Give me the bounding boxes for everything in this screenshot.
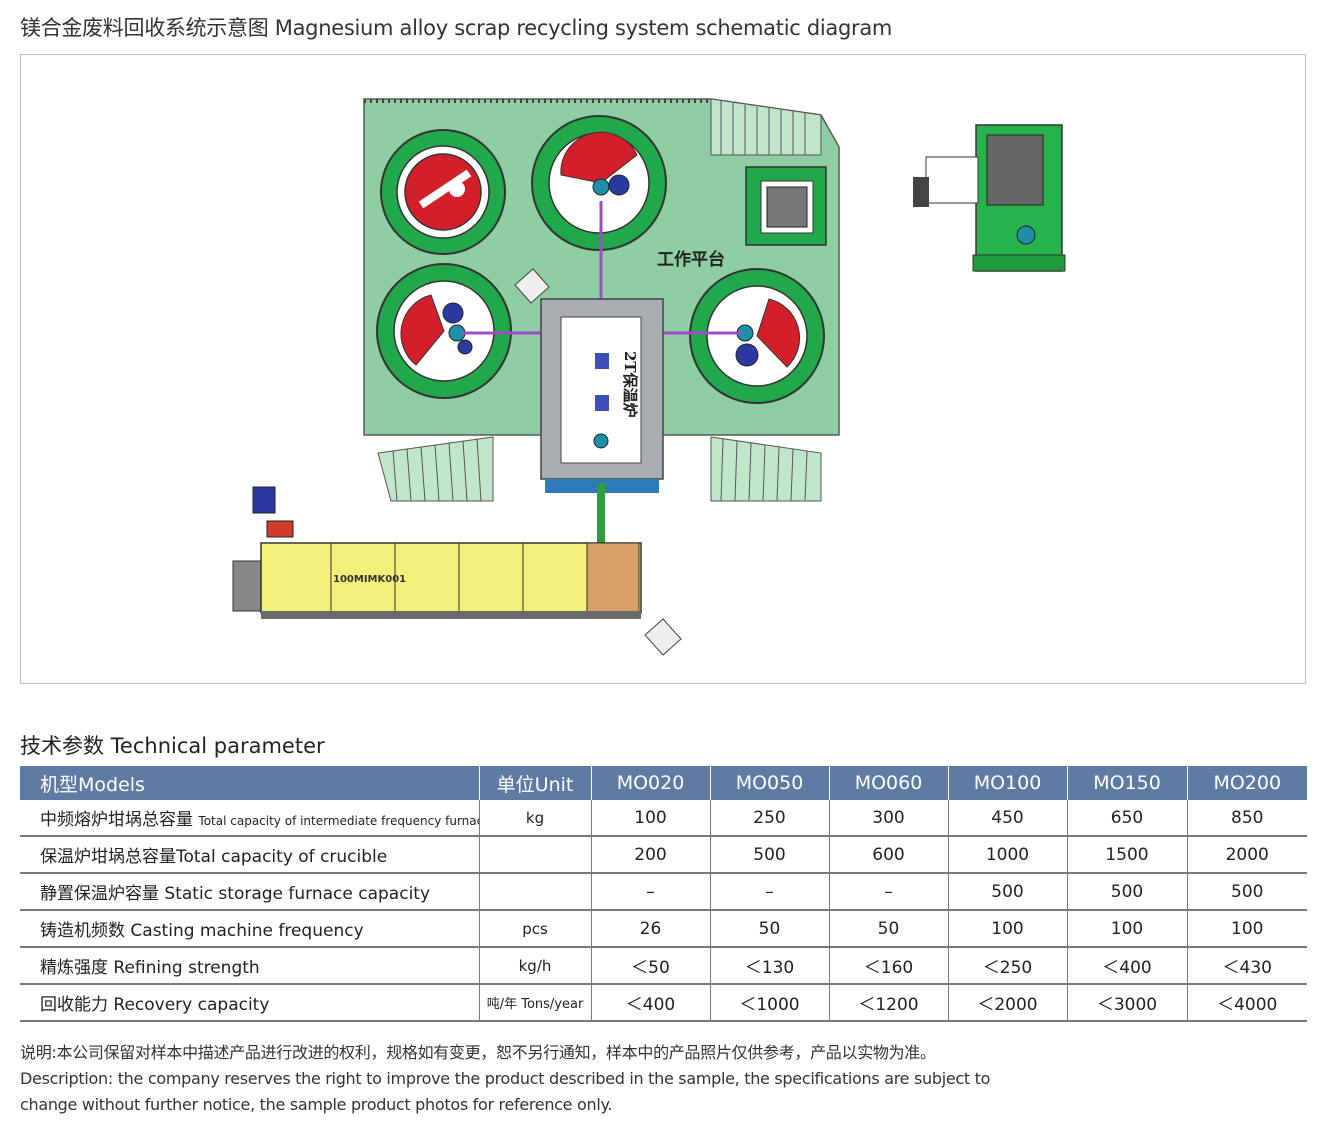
note-line-en-1: Description: the company reserves the ri… [20, 1069, 991, 1088]
control-box-1 [514, 268, 550, 304]
table-cell: 100 [590, 800, 710, 837]
table-cell: ＜1200 [828, 984, 948, 1022]
header-mo150: MO150 [1066, 766, 1187, 800]
table-cell: 250 [709, 800, 829, 837]
row-unit: kg [478, 800, 591, 837]
header-unit: 单位Unit [478, 766, 591, 800]
header-mo200: MO200 [1186, 766, 1307, 800]
holding-furnace [540, 298, 664, 493]
tower-furnace [913, 124, 1066, 272]
header-models: 机型Models [20, 766, 479, 800]
row-name: 回收能力 Recovery capacity [20, 984, 479, 1022]
table-cell: ＜2000 [947, 984, 1067, 1022]
table-cell: ＜130 [709, 947, 829, 985]
table-cell: 500 [709, 836, 829, 874]
table-row: 铸造机频数 Casting machine frequency pcs 26 5… [20, 910, 1307, 948]
row-unit [478, 836, 591, 874]
table-cell: 50 [709, 910, 829, 948]
stair-upper-right [710, 98, 822, 156]
disclaimer-note: 说明:本公司保留对样本中描述产品进行改进的权利，规格如有变更，恕不另行通知，样本… [20, 1040, 990, 1118]
note-line-en-2: change without further notice, the sampl… [20, 1095, 613, 1114]
row-name: 铸造机频数 Casting machine frequency [20, 910, 479, 948]
table-cell: 1000 [947, 836, 1067, 874]
crucible-furnace-3 [376, 263, 512, 399]
platform-label: 工作平台 [657, 249, 725, 270]
table-cell: ＜430 [1186, 947, 1307, 985]
table-cell: 500 [1186, 873, 1307, 911]
table-cell: 100 [1066, 910, 1187, 948]
crucible-furnace-1 [380, 129, 506, 255]
casting-machine-label: 100MIMK001 [333, 574, 406, 585]
stair-lower-right [710, 436, 822, 502]
table-cell: 500 [1066, 873, 1187, 911]
header-mo060: MO060 [828, 766, 948, 800]
crucible-furnace-2 [531, 115, 667, 251]
static-storage-furnace [745, 166, 827, 246]
table-cell: – [590, 873, 710, 911]
table-row: 中频熔炉坩埚总容量 Total capacity of intermediate… [20, 800, 1307, 837]
table-cell: 650 [1066, 800, 1187, 837]
technical-parameter-table: 机型Models 单位Unit MO020 MO050 MO060 MO100 … [20, 766, 1307, 1022]
table-cell: 600 [828, 836, 948, 874]
crucible-furnace-4 [689, 268, 825, 404]
row-name: 静置保温炉容量 Static storage furnace capacity [20, 873, 479, 911]
table-cell: 850 [1186, 800, 1307, 837]
header-mo050: MO050 [709, 766, 829, 800]
table-cell: 200 [590, 836, 710, 874]
table-cell: 500 [947, 873, 1067, 911]
table-cell: ＜400 [1066, 947, 1187, 985]
table-cell: ＜400 [590, 984, 710, 1022]
stair-lower-left [377, 436, 494, 502]
table-cell: – [828, 873, 948, 911]
page-title: 镁合金废料回收系统示意图 Magnesium alloy scrap recyc… [20, 16, 893, 40]
header-mo100: MO100 [947, 766, 1067, 800]
schematic-diagram: 工作平台 2T保温炉 [20, 54, 1306, 684]
table-cell: 100 [947, 910, 1067, 948]
table-cell: ＜4000 [1186, 984, 1307, 1022]
table-cell: 450 [947, 800, 1067, 837]
table-cell: 1500 [1066, 836, 1187, 874]
table-cell: 50 [828, 910, 948, 948]
table-cell: ＜1000 [709, 984, 829, 1022]
control-box-2 [644, 618, 682, 656]
table-cell: 300 [828, 800, 948, 837]
table-cell: – [709, 873, 829, 911]
holding-furnace-label: 2T保温炉 [621, 351, 639, 418]
row-name: 中频熔炉坩埚总容量 Total capacity of intermediate… [20, 800, 479, 837]
header-mo020: MO020 [590, 766, 710, 800]
table-cell: 26 [590, 910, 710, 948]
table-cell: ＜50 [590, 947, 710, 985]
row-name: 保温炉坩埚总容量Total capacity of crucible [20, 836, 479, 874]
table-cell: ＜250 [947, 947, 1067, 985]
table-cell: ＜160 [828, 947, 948, 985]
row-unit: kg/h [478, 947, 591, 985]
table-cell: ＜3000 [1066, 984, 1187, 1022]
transfer-tube [597, 483, 605, 549]
row-unit [478, 873, 591, 911]
table-cell: 2000 [1186, 836, 1307, 874]
table-header-row: 机型Models 单位Unit MO020 MO050 MO060 MO100 … [20, 766, 1307, 800]
table-cell: 100 [1186, 910, 1307, 948]
table-row: 静置保温炉容量 Static storage furnace capacity … [20, 873, 1307, 911]
row-unit: 吨/年 Tons/year [478, 984, 591, 1022]
section-title: 技术参数 Technical parameter [20, 734, 325, 758]
table-row: 保温炉坩埚总容量Total capacity of crucible 200 5… [20, 836, 1307, 874]
note-line-cn: 说明:本公司保留对样本中描述产品进行改进的权利，规格如有变更，恕不另行通知，样本… [20, 1043, 936, 1062]
table-row: 回收能力 Recovery capacity 吨/年 Tons/year ＜40… [20, 984, 1307, 1022]
row-unit: pcs [478, 910, 591, 948]
casting-machine [232, 486, 642, 619]
row-name: 精炼强度 Refining strength [20, 947, 479, 985]
table-row: 精炼强度 Refining strength kg/h ＜50 ＜130 ＜16… [20, 947, 1307, 985]
